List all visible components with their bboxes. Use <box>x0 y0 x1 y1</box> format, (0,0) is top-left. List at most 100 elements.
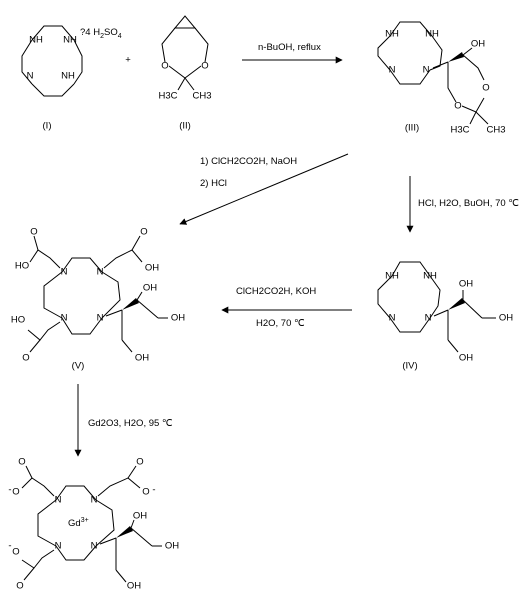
atom-label: OH <box>499 313 513 324</box>
metal-ion: Gd3+ <box>68 517 89 529</box>
step-5-reagents: Gd2O3, H2O, 95 ℃ <box>88 418 173 429</box>
acid-bond <box>21 477 55 497</box>
ring-bond <box>95 499 115 547</box>
atom-label: NH <box>385 29 399 40</box>
charge-label: - <box>8 541 11 552</box>
ring-bond <box>21 39 33 85</box>
stereo-wedge <box>122 298 139 310</box>
atom-label: O <box>18 457 25 468</box>
methyl-bond <box>469 111 477 125</box>
ring-bond <box>101 271 121 319</box>
bond <box>121 339 133 353</box>
acid-bond <box>103 249 143 269</box>
methyl-label: CH3 <box>486 125 505 136</box>
ring-bond <box>429 275 441 319</box>
ring-bond <box>389 21 433 37</box>
ring-bond <box>377 35 391 71</box>
ring-bond <box>429 35 443 71</box>
bond <box>433 309 449 317</box>
atom-label: OH <box>171 313 185 324</box>
atom-label: HO <box>15 261 29 272</box>
atom-label: NH <box>63 35 77 46</box>
acid-bond <box>97 477 141 497</box>
methyl-bond <box>475 111 489 125</box>
atom-label: OH <box>459 279 473 290</box>
compound-III: NH N NH N OH O O H3C CH3 (III) <box>377 21 506 136</box>
methyl-label: H3C <box>450 125 469 136</box>
bond <box>99 537 117 545</box>
atom-label: O <box>136 457 143 468</box>
ring-bond <box>31 25 75 41</box>
atom-label: O <box>161 61 168 72</box>
compound-label: (I) <box>43 121 52 132</box>
compound-II: O O H3C CH3 (II) <box>158 15 212 132</box>
atom-label: HO <box>11 315 25 326</box>
ring-bond <box>61 257 103 273</box>
ring-bond <box>43 271 63 319</box>
methyl-label: H3C <box>158 91 177 102</box>
charge-label: - <box>8 485 11 496</box>
compound-I: NH NH N NH ?4 H2SO4 (I) <box>21 25 122 132</box>
atom-label: OH <box>165 541 179 552</box>
bond <box>115 569 127 583</box>
step-2-reagents-line1: 1) ClCH2CO2H, NaOH <box>200 156 297 167</box>
ring-bond <box>31 83 75 97</box>
bond <box>462 47 473 56</box>
atom-label: O <box>22 353 29 364</box>
acid-bond <box>29 249 61 269</box>
step-4-reagents-line1: ClCH2CO2H, KOH <box>236 286 316 297</box>
ring-bond <box>55 485 97 501</box>
atom-label: OH <box>145 263 159 274</box>
plus-sign: + <box>125 55 131 66</box>
ring-bond <box>73 39 83 85</box>
bond <box>130 527 153 547</box>
atom-label: O <box>454 101 461 112</box>
atom-label: O <box>30 227 37 238</box>
atom-label: N <box>61 267 68 278</box>
ring-bond <box>391 261 431 277</box>
atom-label: N <box>425 313 432 324</box>
step-2-reagents-line2: 2) HCl <box>200 178 227 189</box>
atom-label: N <box>91 495 98 506</box>
step-1-reagents: n-BuOH, reflux <box>258 42 321 53</box>
acid-bond <box>21 549 55 569</box>
bond <box>432 61 449 69</box>
ring-bond <box>377 275 393 319</box>
stereo-wedge <box>448 52 464 62</box>
atom-label: O <box>12 487 19 498</box>
salt-formula: ?4 H2SO4 <box>80 27 122 40</box>
stereo-wedge <box>116 526 133 538</box>
atom-label: OH <box>459 353 473 364</box>
carbonyl-bond <box>25 465 33 479</box>
atom-label: NH <box>425 29 439 40</box>
bond <box>105 309 123 317</box>
ring-bond <box>55 545 97 561</box>
atom-label: N <box>61 313 68 324</box>
carbonyl-bond <box>29 339 41 353</box>
ring-bond <box>447 62 457 103</box>
bond <box>136 291 143 301</box>
atom-label: N <box>423 65 430 76</box>
atom-label: O <box>16 581 23 592</box>
ring-bond <box>462 54 485 81</box>
ring-bond <box>389 317 431 333</box>
atom-label: N <box>97 267 104 278</box>
carbonyl-bond <box>131 235 141 251</box>
ring-bond <box>61 317 103 335</box>
bond <box>462 299 483 319</box>
stereo-wedge <box>448 298 465 310</box>
atom-label: OH <box>135 353 149 364</box>
methyl-label: CH3 <box>192 91 211 102</box>
atom-label: N <box>389 313 396 324</box>
methyl-bond <box>177 77 186 91</box>
carbonyl-bond <box>127 465 137 479</box>
atom-label: O <box>201 61 208 72</box>
bond <box>447 339 459 353</box>
methyl-bond <box>184 77 195 91</box>
compound-label: (IV) <box>402 361 417 372</box>
atom-label: O <box>142 487 149 498</box>
atom-label: O <box>12 547 19 558</box>
atom-label: NH <box>29 35 43 46</box>
atom-label: O <box>482 83 489 94</box>
